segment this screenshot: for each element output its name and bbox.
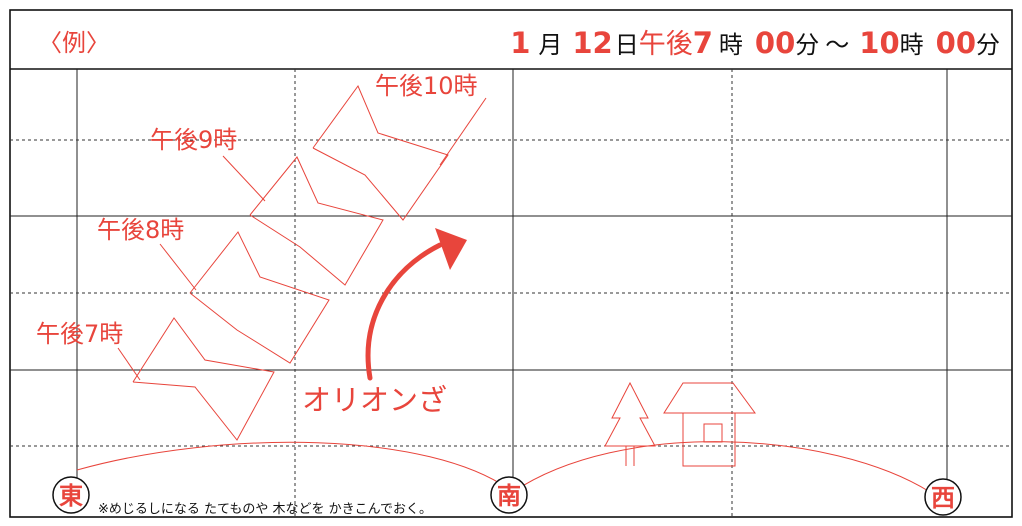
direction-west: 西 [924,478,962,516]
ampm-label: 午後 [639,29,693,60]
direction-south: 南 [490,476,528,514]
end-hour-unit: 時 [900,31,924,59]
end-minute-unit: 分 [976,31,1000,59]
direction-east: 東 [52,476,90,514]
label-7pm: 午後7時 [36,320,123,348]
day-value: 12 [572,26,612,60]
start-minute: 00 [755,26,795,60]
motion-arrow [365,228,467,381]
label-10pm: 午後10時 [375,72,478,100]
orion-10pm [312,84,449,221]
south-label: 南 [497,482,521,510]
outer-frame [9,9,1013,518]
end-hour: 10 [859,26,899,60]
end-minute: 00 [936,26,976,60]
west-label: 西 [931,484,955,512]
orion-8pm [189,231,330,364]
orion-7pm [132,317,275,441]
start-hour: 7 [693,26,713,60]
horizon-curve-left [76,441,514,493]
range-separator: ～ [825,31,849,59]
orion-9pm [249,156,384,286]
landmark-note: ※めじるしになる たてものや 木などを かきこんでおく。 [98,502,432,517]
label-8pm: 午後8時 [97,216,184,244]
start-minute-unit: 分 [795,31,819,59]
grid-solid-lines [10,69,1012,480]
month-unit: 月 [538,31,562,59]
house-landmark [663,382,756,467]
horizon-curve-right [512,441,931,493]
label-9pm: 午後9時 [150,126,237,154]
tree-landmark [604,381,656,466]
constellation-name: オリオンざ [302,383,447,417]
day-unit: 日 [615,31,639,59]
east-label: 東 [59,482,83,510]
label-leaders [117,97,487,381]
start-hour-unit: 時 [719,31,743,59]
orion-positions [132,84,449,441]
horizon-landmarks [76,381,931,493]
example-label: 〈例〉 [38,29,110,57]
month-value: 1 [510,26,530,60]
